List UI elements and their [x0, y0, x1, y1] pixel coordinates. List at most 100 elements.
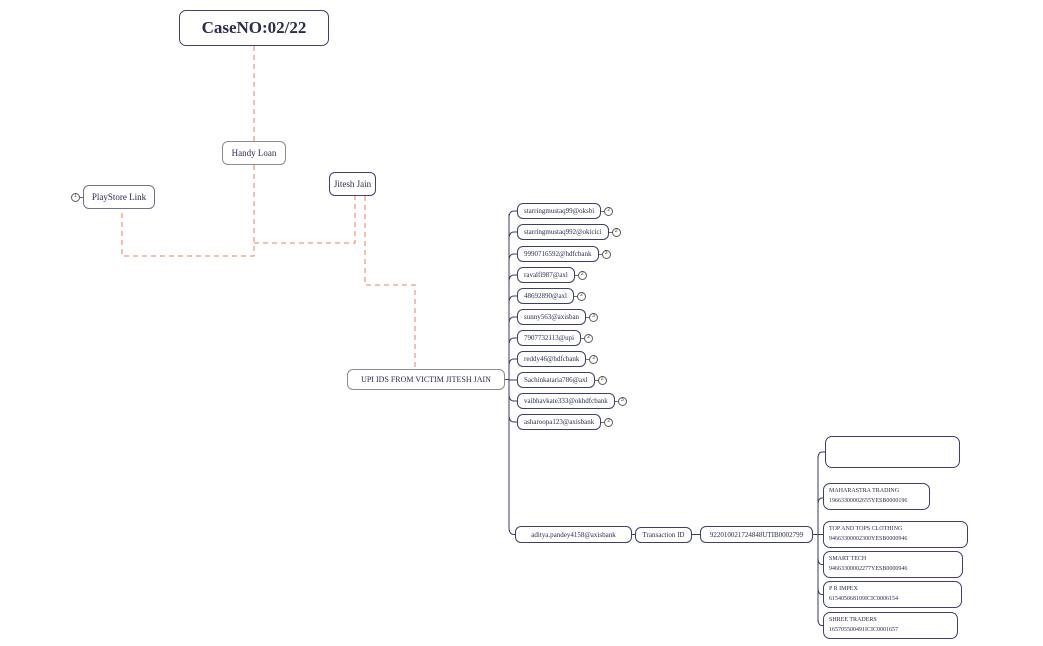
upi-id-node[interactable]: reddy46@hdfcbank — [517, 351, 587, 367]
badge-stub — [581, 337, 585, 339]
transaction-id-label: Transaction ID — [642, 531, 685, 539]
case-title-label: CaseNO:02/22 — [201, 18, 307, 37]
tree-upi-hook — [508, 393, 517, 402]
upi-list-item: ravalfi987@axl 2 — [517, 267, 587, 283]
badge-stub — [601, 210, 605, 212]
upi-id-label: asharoopa123@axisbank — [524, 418, 595, 426]
tree-upi-hook — [508, 210, 517, 219]
upi-list-item: starringmustaq99@oksbi 2 — [517, 203, 614, 219]
upi-id-node[interactable]: asharoopa123@axisbank — [517, 414, 602, 430]
upi-id-label: 9990716592@hdfcbank — [524, 250, 592, 258]
tree-upi-hook — [508, 253, 517, 262]
upi-id-node[interactable]: 7907732113@upi — [517, 330, 582, 346]
child-count-badge[interactable]: 3 — [601, 249, 611, 259]
aditya-upi-node[interactable]: aditya.pandey4158@axisbank — [515, 526, 632, 543]
account-node-empty[interactable] — [825, 436, 960, 468]
child-count-badge[interactable]: 2 — [589, 354, 599, 364]
child-count-badge[interactable]: 2 — [604, 206, 614, 216]
upi-id-label: starringmustaq99@oksbi — [524, 207, 595, 215]
jitesh-jain-node[interactable]: Jitesh Jain — [329, 172, 376, 196]
badge-stub — [601, 421, 605, 423]
badge-stub — [608, 231, 612, 233]
child-count-badge[interactable]: 2 — [604, 417, 614, 427]
transaction-id-label-node[interactable]: Transaction ID — [635, 527, 692, 543]
account-node[interactable]: SMART TECH 94663300002277YESB0000946 — [823, 551, 963, 579]
account-node[interactable]: MAHARASTRA TRADING 19663300002655YESB000… — [823, 483, 930, 511]
account-number: 94663300002300YESB0000946 — [829, 535, 908, 542]
upi-id-label: vaibhavkate333@okhdfcbank — [524, 397, 608, 405]
upi-id-label: Sachinkataria786@axl — [524, 376, 588, 384]
upi-id-label: 48692890@axl — [524, 292, 567, 300]
tree-upi-hook — [508, 231, 517, 240]
upi-id-label: starringmustaq992@okicici — [524, 228, 602, 236]
playstore-link-label: PlayStore Link — [91, 192, 147, 202]
upi-id-label: 7907732113@upi — [524, 334, 575, 342]
badge-stub — [614, 400, 618, 402]
account-node[interactable]: SHREE TRADERS 165705500491ICIC0001657 — [823, 612, 958, 640]
account-name: MAHARASTRA TRADING — [829, 488, 900, 494]
tree-account-hook — [817, 451, 825, 460]
account-node[interactable]: P R IMPEX 615405068109ICIC0006154 — [823, 581, 962, 609]
child-count-badge[interactable]: 2 — [611, 227, 621, 237]
upi-id-label: ravalfi987@axl — [524, 271, 568, 279]
child-count-badge[interactable]: 2 — [584, 333, 594, 343]
handy-loan-label: Handy Loan — [231, 148, 277, 158]
account-node[interactable]: TOP AND TOPS CLOTHING 94663300002300YESB… — [823, 521, 968, 549]
badge-stub — [594, 379, 598, 381]
badge-stub — [586, 358, 590, 360]
upi-id-node[interactable]: starringmustaq992@okicici — [517, 224, 609, 240]
upi-id-node[interactable]: vaibhavkate333@okhdfcbank — [517, 393, 615, 409]
handy-loan-node[interactable]: Handy Loan — [222, 141, 286, 165]
account-number: 19663300002655YESB0000196 — [829, 497, 908, 504]
tree-upi-hook — [508, 274, 517, 283]
badge-stub — [574, 274, 578, 276]
badge-stub — [574, 295, 577, 297]
child-count-badge[interactable]: 1 — [71, 192, 80, 202]
account-number: 94663300002277YESB0000946 — [829, 565, 908, 572]
account-number: 165705500491ICIC0001657 — [829, 626, 898, 633]
child-count-badge[interactable]: 3 — [589, 312, 599, 322]
tree-upi-hook — [508, 295, 517, 304]
upi-list-item: starringmustaq992@okicici 2 — [517, 224, 621, 240]
upi-list-item: 48692890@axl 2 — [517, 288, 586, 304]
child-count-badge[interactable]: 2 — [597, 375, 607, 385]
transaction-id-value-node[interactable]: 922010021724848UTIB0002799 — [700, 526, 813, 543]
badge-stub — [586, 316, 590, 318]
tree-upi-hook — [508, 358, 517, 367]
case-title-node[interactable]: CaseNO:02/22 — [179, 10, 329, 46]
relationship-jitesh-to-upiheader — [364, 196, 416, 369]
upi-list-item: reddy46@hdfcbank 2 — [517, 351, 599, 367]
upi-list-item: Sachinkataria786@axl 2 — [517, 372, 607, 388]
child-count-badge[interactable]: 2 — [577, 270, 587, 280]
upi-list-item: 9990716592@hdfcbank 3 — [517, 246, 611, 262]
upi-id-node[interactable]: Sachinkataria786@axl — [517, 372, 595, 388]
tree-upi-hook — [508, 337, 517, 346]
account-name: TOP AND TOPS CLOTHING — [829, 526, 903, 532]
upi-id-node[interactable]: 48692890@axl — [517, 288, 574, 304]
badge-stub — [80, 196, 83, 198]
upi-id-node[interactable]: sunny563@axisban — [517, 309, 587, 325]
relationship-handyloan-to-playstore — [121, 165, 255, 257]
upi-id-node[interactable]: starringmustaq99@oksbi — [517, 203, 602, 219]
upi-header-node[interactable]: UPI IDS FROM VICTIM JITESH JAIN — [347, 369, 505, 390]
aditya-upi-label: aditya.pandey4158@axisbank — [531, 530, 616, 539]
tree-upi-hook — [508, 414, 517, 423]
badge-stub — [598, 253, 602, 255]
tree-upi-hook — [508, 316, 517, 325]
playstore-row: 1 PlayStore Link — [71, 185, 155, 209]
playstore-link-node[interactable]: PlayStore Link — [83, 185, 155, 209]
child-count-badge[interactable]: 2 — [577, 291, 586, 301]
account-name: SMART TECH — [829, 556, 867, 562]
transaction-id-value: 922010021724848UTIB0002799 — [709, 530, 804, 539]
jitesh-jain-label: Jitesh Jain — [333, 179, 372, 189]
child-count-badge[interactable]: 3 — [617, 396, 627, 406]
upi-id-node[interactable]: ravalfi987@axl — [517, 267, 575, 283]
upi-list-item: asharoopa123@axisbank 2 — [517, 414, 614, 430]
upi-list-item: sunny563@axisban 3 — [517, 309, 599, 325]
account-number: 615405068109ICIC0006154 — [829, 595, 898, 602]
upi-id-label: sunny563@axisban — [524, 313, 580, 321]
account-name: P R IMPEX — [829, 586, 858, 592]
upi-id-label: reddy46@hdfcbank — [524, 355, 580, 363]
upi-id-node[interactable]: 9990716592@hdfcbank — [517, 246, 599, 262]
